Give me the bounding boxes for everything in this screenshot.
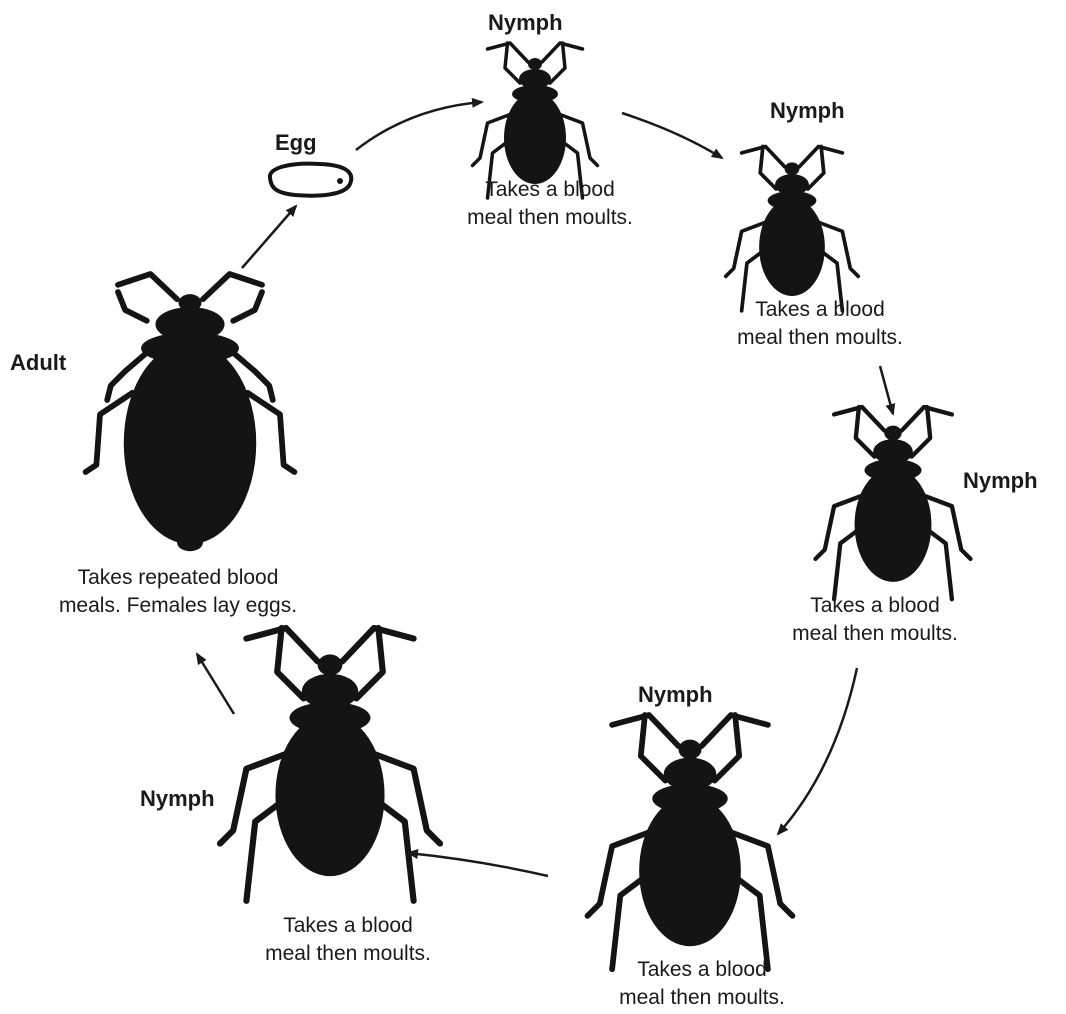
caption-nymph-3-line-1: Takes a blood (745, 592, 1005, 620)
arrow-nymph-5-to-adult (197, 654, 234, 714)
label-egg: Egg (275, 130, 317, 156)
caption-nymph-5-line-1: Takes a blood (218, 912, 478, 940)
egg-illustration (270, 164, 351, 196)
label-nymph-5: Nymph (140, 786, 215, 812)
caption-nymph-2-line-1: Takes a blood (690, 296, 950, 324)
nymph-5-illustration (220, 628, 440, 901)
caption-nymph-5-line-2: meal then moults. (218, 940, 478, 968)
caption-nymph-1-line-1: Takes a blood (430, 176, 670, 204)
caption-nymph-4: Takes a blood meal then moults. (572, 956, 832, 1012)
caption-nymph-1: Takes a blood meal then moults. (430, 176, 670, 232)
caption-nymph-2-line-2: meal then moults. (690, 324, 950, 352)
arrow-adult-to-egg (242, 206, 296, 268)
caption-nymph-4-line-1: Takes a blood (572, 956, 832, 984)
label-nymph-2: Nymph (770, 98, 845, 124)
arrow-nymph-3-to-nymph-4 (778, 668, 857, 834)
caption-nymph-4-line-2: meal then moults. (572, 984, 832, 1012)
arrow-nymph-2-to-nymph-3 (880, 366, 893, 414)
nymph-2-illustration (726, 147, 859, 311)
label-adult: Adult (10, 350, 66, 376)
caption-nymph-3: Takes a blood meal then moults. (745, 592, 1005, 648)
caption-nymph-2: Takes a blood meal then moults. (690, 296, 950, 352)
nymph-4-illustration (588, 715, 793, 969)
caption-adult-line-1: Takes repeated blood (18, 564, 338, 592)
arrow-nymph-4-to-nymph-5 (408, 853, 548, 876)
caption-nymph-5: Takes a blood meal then moults. (218, 912, 478, 968)
arrow-nymph-1-to-nymph-2 (622, 113, 722, 158)
nymph-3-illustration (816, 407, 971, 599)
adult-illustration (86, 274, 295, 551)
caption-nymph-1-line-2: meal then moults. (430, 204, 670, 232)
caption-adult-line-2: meals. Females lay eggs. (18, 592, 338, 620)
label-nymph-3: Nymph (963, 468, 1038, 494)
caption-nymph-3-line-2: meal then moults. (745, 620, 1005, 648)
label-nymph-4: Nymph (638, 682, 713, 708)
caption-adult: Takes repeated blood meals. Females lay … (18, 564, 338, 620)
label-nymph-1: Nymph (488, 10, 563, 36)
nymph-1-illustration (473, 43, 598, 198)
arrow-egg-to-nymph-1 (356, 102, 482, 150)
